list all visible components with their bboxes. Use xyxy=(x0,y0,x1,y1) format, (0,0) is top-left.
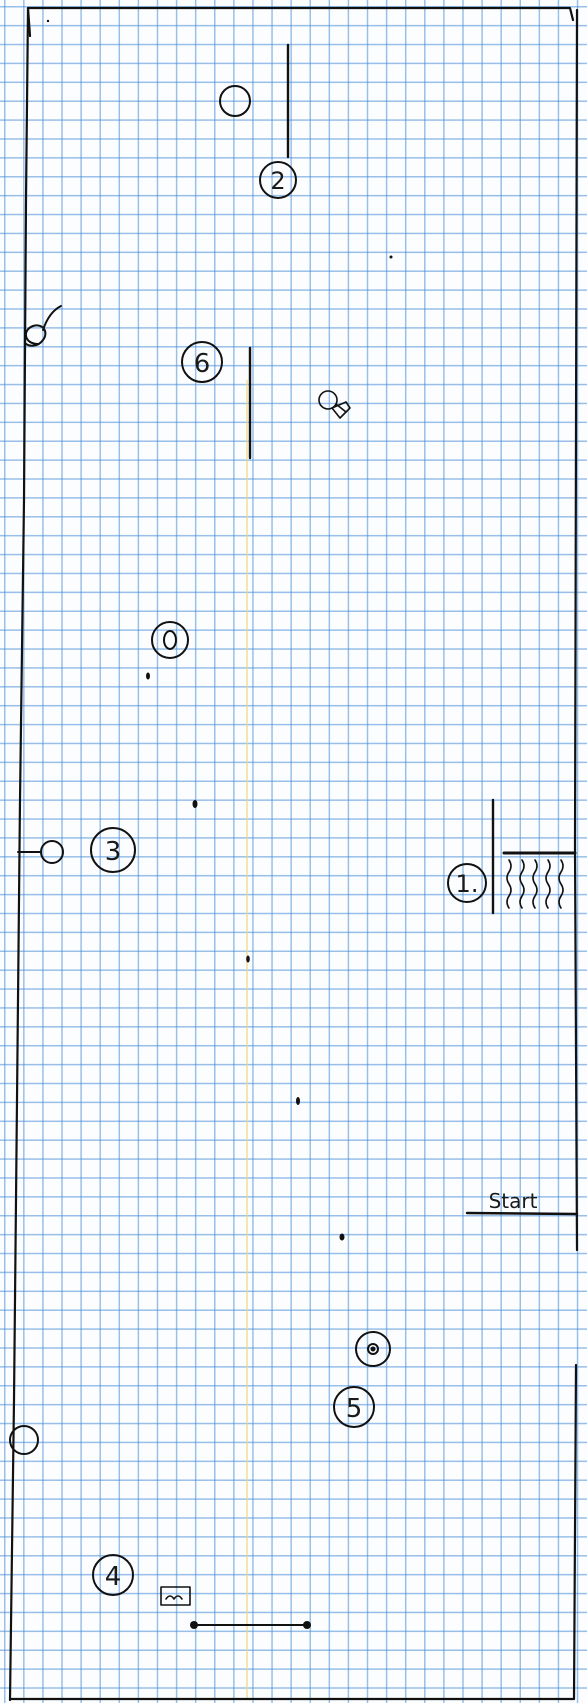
boundary-right-upper xyxy=(575,10,577,848)
water-area xyxy=(504,853,575,908)
marker-2-label: 2 xyxy=(270,167,285,195)
marker-6-label: 6 xyxy=(194,349,211,379)
hoops xyxy=(10,86,250,1454)
obstacle-near-6 xyxy=(319,391,350,418)
boundary-right-lower xyxy=(574,1365,576,1699)
target-lower xyxy=(356,1332,390,1366)
hoop-left-upper xyxy=(25,306,61,346)
marker-6[interactable]: 6 xyxy=(182,342,222,382)
boundary-right-middle xyxy=(575,848,577,1250)
bottom-barrier xyxy=(190,1621,311,1629)
pencil-marks xyxy=(47,20,393,1241)
boundary-top xyxy=(28,8,573,36)
start-line xyxy=(467,1213,577,1214)
hoop-left-middle xyxy=(41,841,63,863)
marker-3-label: 3 xyxy=(105,837,122,867)
marker-2[interactable]: 2 xyxy=(260,162,296,198)
marker-5[interactable]: 5 xyxy=(334,1387,374,1427)
marker-1[interactable]: 1. xyxy=(448,864,486,902)
box-near-4 xyxy=(161,1587,190,1605)
marker-4[interactable]: 4 xyxy=(93,1555,133,1595)
marker-1-label: 1. xyxy=(456,870,479,898)
hoop-top xyxy=(220,86,250,116)
start-label: Start xyxy=(489,1189,538,1213)
boundary-left xyxy=(10,8,28,1700)
marker-3[interactable]: 3 xyxy=(91,828,135,872)
walls xyxy=(250,45,577,1214)
target-upper xyxy=(152,622,188,658)
marker-5-label: 5 xyxy=(346,1394,363,1424)
marker-4-label: 4 xyxy=(105,1562,122,1592)
